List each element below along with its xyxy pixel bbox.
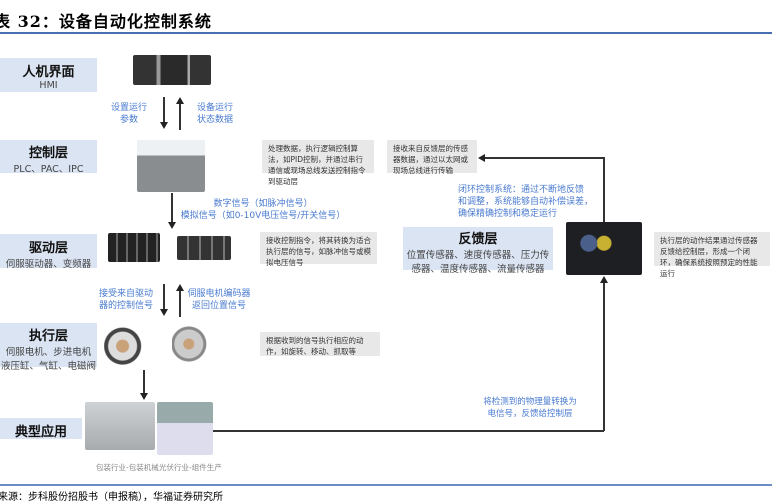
note-control: 处理数据，执行逻辑控制算法，如PID控制，并通过串行通信或现场总线发送控制指令到… bbox=[262, 140, 374, 186]
stepper-motor-image bbox=[172, 323, 232, 365]
arrow-down-icon bbox=[160, 122, 168, 129]
plc-controller-image bbox=[137, 140, 205, 192]
note-drive: 接收控制指令，将其转换为适合执行层的信号，如脉冲信号或模拟电压信号 bbox=[260, 232, 377, 267]
arrow-down-line bbox=[143, 370, 145, 394]
loop-line-up bbox=[603, 282, 605, 431]
label-line: 设备运行 bbox=[196, 103, 233, 113]
label-line: 返回位置信号 bbox=[191, 301, 246, 311]
sensors-image bbox=[566, 222, 642, 275]
inverter-image bbox=[177, 236, 231, 260]
label-line: 模拟信号（如0-10V电压信号/开关信号） bbox=[180, 211, 346, 221]
layer-title: 驱动层 bbox=[28, 241, 68, 256]
title-rule bbox=[0, 32, 772, 34]
note-feedback: 执行层的动作结果通过传感器反馈给控制层，形成一个闭环，确保系统按照预定的性能运行 bbox=[654, 232, 770, 278]
layer-exec: 执行层 伺服电机、步进电机 液压缸、气缸、电磁阀 bbox=[0, 323, 97, 372]
layer-app: 典型应用 bbox=[0, 418, 82, 440]
layer-sub: 位置传感器、速度传感器、压力传 bbox=[406, 250, 550, 261]
pv-production-image bbox=[157, 402, 213, 455]
packaging-machine-image bbox=[85, 402, 155, 450]
loop-line-bottom bbox=[213, 430, 604, 432]
arrow-up-icon bbox=[600, 276, 608, 283]
servo-driver-image bbox=[108, 233, 160, 262]
label-line: 状态数据 bbox=[196, 115, 233, 125]
figure-title: 表 32：设备自动化控制系统 bbox=[0, 12, 212, 31]
servo-motor-image bbox=[104, 323, 166, 365]
label-line: 确保精确控制和稳定运行 bbox=[458, 209, 558, 219]
arrow-up-line bbox=[179, 291, 181, 317]
layer-title: 控制层 bbox=[28, 146, 68, 161]
layer-sub: 伺服电机、步进电机 bbox=[5, 347, 92, 358]
convert-label: 将检测到的物理量转换为电信号，反馈给控制层 bbox=[470, 396, 590, 420]
arrow-up-icon bbox=[176, 97, 184, 104]
layer-hmi: 人机界面 HMI bbox=[0, 58, 97, 92]
pv-caption: 光伏行业-组件生产 bbox=[159, 463, 222, 472]
arrow-down-line bbox=[163, 97, 165, 123]
layer-sub: 液压缸、气缸、电磁阀 bbox=[0, 361, 96, 372]
label-line: 闭环控制系统：通过不断地反馈 bbox=[458, 185, 585, 195]
loop-line-left bbox=[484, 157, 604, 159]
signals-label: 数字信号（如脉冲信号） 模拟信号（如0-10V电压信号/开关信号） bbox=[178, 198, 348, 222]
arrow-down-line bbox=[171, 193, 173, 223]
layer-title: 人机界面 bbox=[22, 65, 75, 80]
layer-control: 控制层 PLC、PAC、IPC bbox=[0, 140, 97, 175]
layer-title: 反馈层 bbox=[458, 232, 498, 247]
arrow-up-icon bbox=[176, 284, 184, 291]
arrow-down-icon bbox=[168, 222, 176, 229]
hmi-screens-image bbox=[133, 55, 211, 85]
label-line: 参数 bbox=[119, 115, 138, 125]
label-line: 将检测到的物理量转换为 bbox=[483, 397, 577, 407]
layer-sub: 伺服驱动器、变频器 bbox=[5, 259, 92, 270]
label-line: 器的控制信号 bbox=[98, 301, 153, 311]
layer-drive: 驱动层 伺服驱动器、变频器 bbox=[0, 234, 97, 270]
label-line: 和调整，系统能够自动补偿误差， bbox=[458, 197, 594, 207]
source-rule bbox=[0, 484, 772, 486]
recv-drive-label: 接受来自驱动器的控制信号 bbox=[94, 288, 158, 312]
layer-sub: 感器、温度传感器、流量传感器 bbox=[411, 264, 545, 275]
arrow-down-icon bbox=[140, 393, 148, 400]
packaging-caption: 包装行业-包装机械 bbox=[96, 463, 159, 472]
label-line: 电信号，反馈给控制层 bbox=[487, 409, 573, 419]
encoder-label: 伺服电机编码器返回位置信号 bbox=[184, 288, 254, 312]
status-data-label: 设备运行状态数据 bbox=[192, 102, 238, 126]
layer-sub: PLC、PAC、IPC bbox=[13, 164, 84, 175]
label-line: 数字信号（如脉冲信号） bbox=[213, 199, 313, 209]
loop-line-top bbox=[603, 157, 605, 222]
arrow-left-icon bbox=[478, 154, 485, 162]
arrow-down-icon bbox=[160, 309, 168, 316]
layer-sub: HMI bbox=[39, 80, 58, 91]
layer-feedback: 反馈层 位置传感器、速度传感器、压力传 感器、温度传感器、流量传感器 bbox=[403, 227, 553, 275]
layer-title: 典型应用 bbox=[14, 425, 67, 440]
layer-title: 执行层 bbox=[28, 329, 68, 344]
set-params-label: 设置运行参数 bbox=[106, 102, 152, 126]
closed-loop-label: 闭环控制系统：通过不断地反馈和调整，系统能够自动补偿误差， 确保精确控制和稳定运行 bbox=[458, 184, 603, 220]
note-feedback-recv: 接收来自反馈层的传感器数据，通过以太网或现场总线进行传输 bbox=[387, 140, 477, 175]
arrow-up-line bbox=[179, 104, 181, 130]
label-line: 伺服电机编码器 bbox=[187, 289, 251, 299]
source-note: 来源：步科股份招股书（申报稿），华福证券研究所 bbox=[0, 492, 223, 503]
label-line: 设置运行 bbox=[110, 103, 147, 113]
note-exec: 根据收到的信号执行相应的动作，如旋转、移动、抓取等 bbox=[260, 332, 380, 356]
arrow-down-line bbox=[163, 284, 165, 310]
label-line: 接受来自驱动 bbox=[98, 289, 153, 299]
